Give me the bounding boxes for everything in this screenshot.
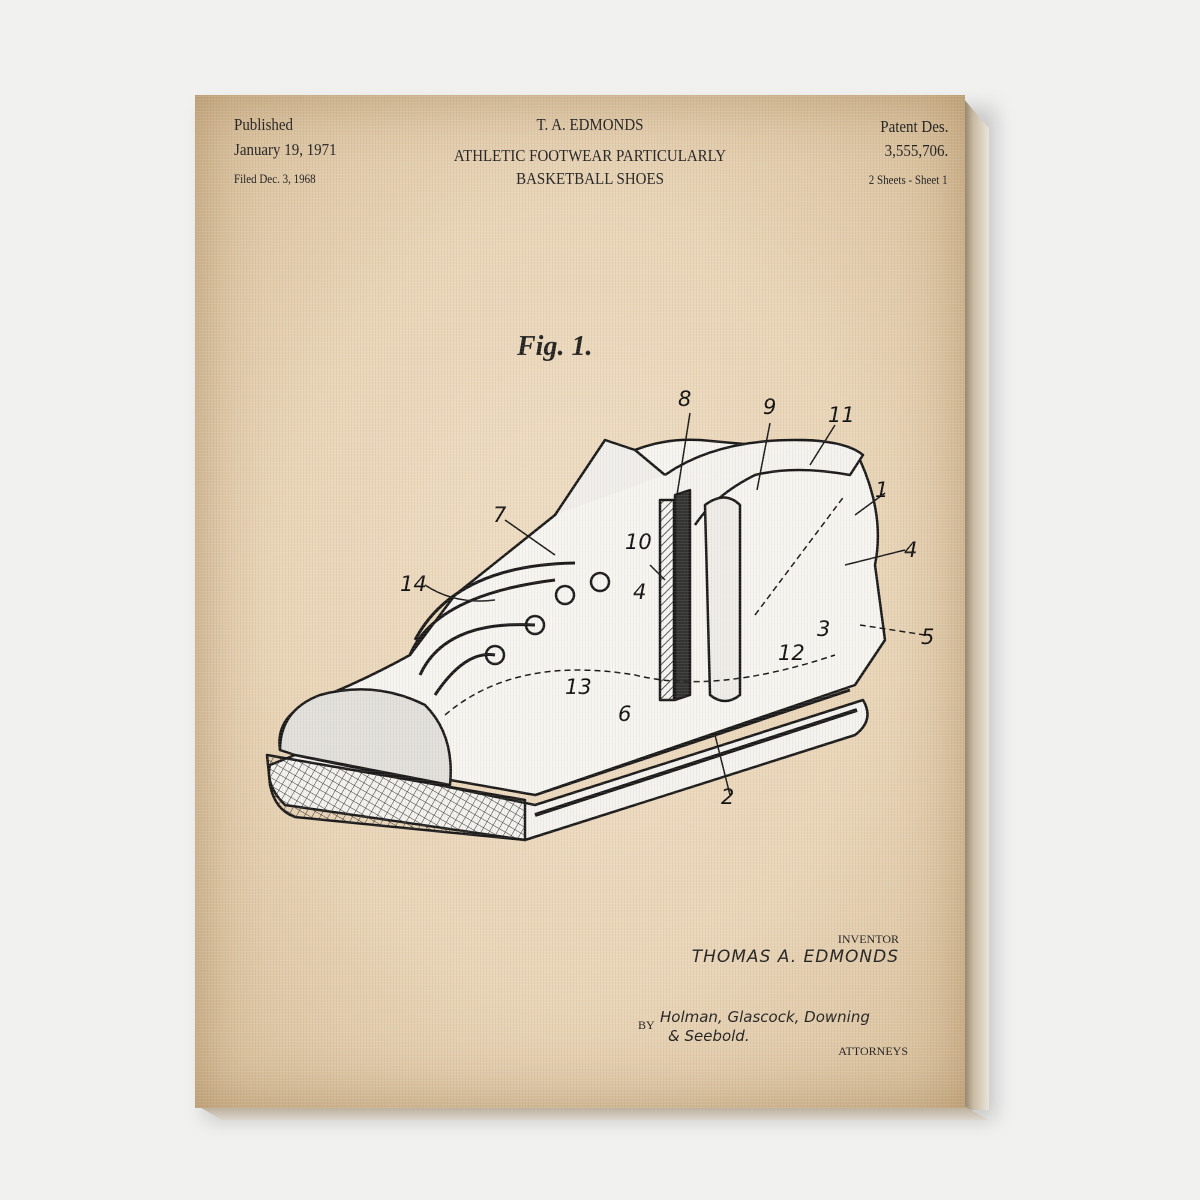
ref-number-9: 9 (763, 395, 777, 419)
attorneys-signature-line-1: Holman, Glascock, Downing (660, 1008, 870, 1026)
ref-number-14: 14 (400, 572, 427, 596)
inventor-label: INVENTOR (837, 932, 899, 946)
ref-number-3: 3 (817, 617, 831, 641)
sheets-info: 2 Sheets - Sheet 1 (869, 173, 948, 187)
attorneys-label: ATTORNEYS (838, 1044, 908, 1058)
patent-canvas-print: Published January 19, 1971 Filed Dec. 3,… (195, 95, 965, 1108)
ref-number-2: 2 (721, 785, 735, 809)
title-line-1: ATHLETIC FOOTWEAR PARTICULARLY (453, 146, 727, 165)
ref-number-4b: 4 (633, 580, 647, 604)
inventor-name: THOMAS A. EDMONDS (691, 947, 899, 967)
figure-label: Fig. 1. (517, 331, 593, 362)
canvas-side-edge (963, 98, 989, 1110)
shoe-drawing (265, 412, 926, 842)
ref-number-8: 8 (678, 387, 692, 411)
title-line-2: BASKETBALL SHOES (516, 169, 664, 188)
ref-number-13: 13 (565, 675, 592, 699)
inventor-short: T. A. EDMONDS (536, 115, 644, 134)
canvas-bottom-edge (198, 1106, 988, 1120)
published-date: January 19, 1971 (234, 140, 337, 159)
ref-number-7: 7 (493, 503, 507, 527)
ref-number-4: 4 (904, 538, 918, 562)
published-label: Published (234, 115, 294, 134)
attorneys-signature-line-2: & Seebold. (668, 1027, 750, 1045)
ref-number-6: 6 (618, 702, 632, 726)
ref-number-10: 10 (625, 530, 652, 554)
ref-number-1: 1 (875, 478, 889, 502)
by-label: BY (638, 1018, 655, 1032)
ref-number-5: 5 (921, 625, 935, 649)
filed-date: Filed Dec. 3, 1968 (234, 172, 316, 186)
patent-number: 3,555,706. (884, 141, 948, 160)
ref-number-12: 12 (778, 641, 805, 665)
patent-label: Patent Des. (879, 117, 948, 136)
ref-number-11: 11 (828, 403, 855, 427)
